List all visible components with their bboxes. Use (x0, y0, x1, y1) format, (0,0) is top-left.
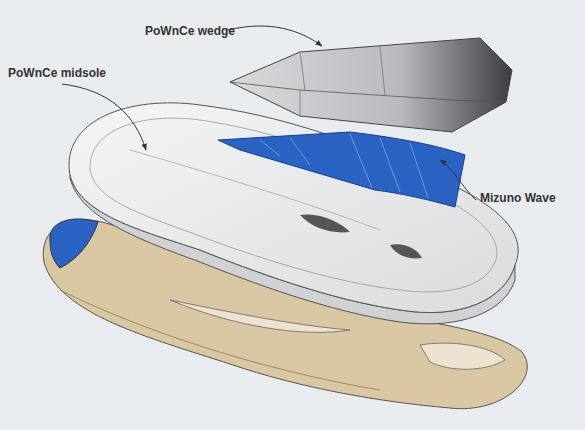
part-label: PoWnCe midsole (8, 66, 106, 80)
midsole (69, 103, 518, 324)
part-label: Mizuno Wave (480, 191, 556, 205)
leader-lines (62, 26, 476, 200)
wedge (230, 38, 512, 132)
wave-plate (218, 132, 465, 207)
part-label: PoWnCe wedge (145, 24, 235, 38)
